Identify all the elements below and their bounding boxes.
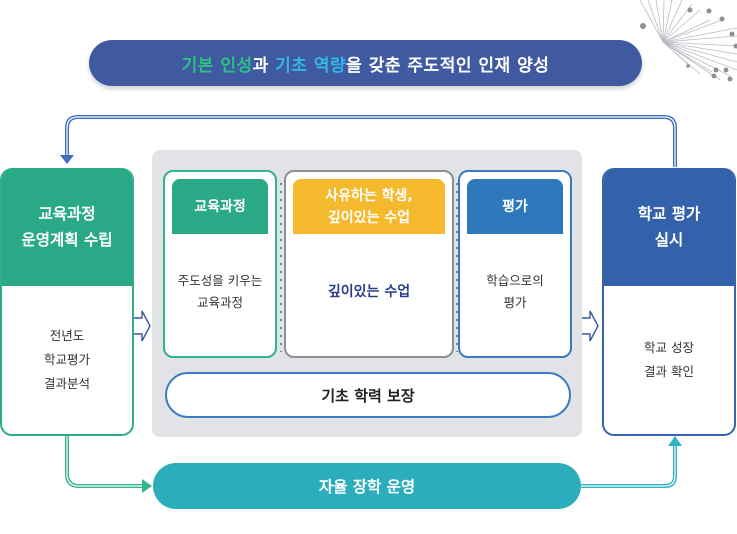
burst-dot: [727, 76, 733, 82]
burst-line: [662, 0, 665, 43]
burst-line: [662, 0, 673, 43]
inner-card-curriculum: 교육과정 주도성을 키우는 교육과정: [163, 170, 277, 358]
burst-dot: [723, 67, 729, 73]
inner-card-title: 교육과정: [194, 198, 246, 215]
banner-segment-4: 을 갖춘 주도적인 인재 양성: [346, 55, 550, 76]
burst-line: [662, 41, 737, 47]
burst-line: [662, 9, 701, 43]
burst-line: [662, 41, 731, 77]
burst-line: [662, 41, 691, 67]
card-title-line: 실시: [654, 231, 684, 249]
burst-line: [662, 41, 737, 63]
hollow-arrow-right-icon: [134, 310, 151, 342]
school-evaluation-header: 학교 평가 실시: [604, 168, 734, 286]
basic-literacy-pill: 기초 학력 보장: [165, 372, 571, 418]
inner-card-text: 주도성을 키우는: [177, 273, 263, 288]
inner-card-text: 교육과정: [196, 295, 243, 310]
dotted-divider: [456, 180, 458, 352]
burst-line: [662, 41, 713, 73]
inner-card-body: 학습으로의 평가: [460, 234, 570, 350]
curriculum-planning-body: 전년도 학교평가 결과분석: [2, 286, 132, 434]
inner-card-text: 학습으로의: [486, 273, 544, 288]
inner-card-text: 평가: [503, 295, 527, 310]
curriculum-planning-header: 교육과정 운영계획 수립: [2, 168, 132, 286]
burst-dot: [706, 8, 712, 14]
burst-line: [662, 19, 723, 43]
inner-card-deep-learning: 사유하는 학생, 깊이있는 수업 깊이있는 수업: [284, 170, 454, 358]
card-body-line: 결과분석: [43, 376, 90, 391]
inner-card-assessment: 평가 학습으로의 평가: [458, 170, 572, 358]
arrow-right-icon: [142, 479, 152, 493]
banner-segment-2: 과: [252, 55, 276, 76]
card-body-line: 결과 확인: [644, 364, 694, 379]
burst-dot: [729, 31, 735, 37]
burst-dot: [713, 67, 719, 73]
dotted-divider: [280, 180, 282, 352]
burst-line: [662, 41, 737, 55]
burst-line: [662, 41, 721, 81]
inner-card-header: 교육과정: [172, 179, 268, 234]
burst-line: [655, 0, 664, 43]
card-title-line: 학교 평가: [637, 205, 701, 223]
curriculum-planning-card: 교육과정 운영계획 수립 전년도 학교평가 결과분석: [0, 168, 134, 436]
burst-line: [662, 41, 737, 71]
burst-line: [639, 0, 664, 43]
left-to-autonomy-line: [65, 436, 144, 488]
burst-dot: [687, 7, 693, 13]
burst-line: [647, 0, 664, 43]
inner-card-body: 깊이있는 수업: [286, 234, 452, 350]
burst-dot: [686, 64, 690, 68]
burst-line: [662, 19, 711, 43]
basic-literacy-label: 기초 학력 보장: [321, 386, 415, 405]
burst-dot: [711, 73, 717, 79]
card-title-line: 교육과정: [38, 205, 96, 223]
inner-card-text: 깊이있는 수업: [327, 284, 411, 300]
burst-dot: [719, 16, 725, 22]
burst-line: [662, 27, 737, 43]
card-body-line: 전년도: [49, 328, 85, 343]
arrow-up-icon: [668, 436, 682, 446]
hollow-arrow-right-icon: [582, 310, 599, 342]
burst-line: [662, 35, 737, 43]
banner-segment-3: 기초 역량: [275, 55, 347, 76]
autonomous-supervision-pill: 자율 장학 운영: [153, 463, 581, 509]
card-body-line: 학교 성장: [644, 340, 694, 355]
burst-line: [662, 3, 693, 43]
school-evaluation-card: 학교 평가 실시 학교 성장 결과 확인: [602, 168, 736, 436]
burst-dot: [640, 23, 646, 29]
burst-dot: [733, 43, 737, 49]
burst-line: [662, 0, 683, 43]
inner-card-header: 사유하는 학생, 깊이있는 수업: [293, 179, 445, 234]
inner-card-title: 깊이있는 수업: [327, 209, 411, 226]
inner-card-header: 평가: [467, 179, 563, 234]
banner-segment-1: 기본 인성: [181, 55, 253, 76]
autonomy-to-right-line: [581, 446, 677, 488]
inner-card-title: 사유하는 학생,: [325, 187, 413, 204]
card-body-line: 학교평가: [43, 352, 90, 367]
autonomous-supervision-label: 자율 장학 운영: [318, 478, 416, 496]
arrow-down-icon: [60, 155, 74, 164]
school-evaluation-body: 학교 성장 결과 확인: [604, 286, 734, 434]
inner-card-body: 주도성을 키우는 교육과정: [165, 234, 275, 350]
inner-card-title: 평가: [502, 198, 528, 215]
card-title-line: 운영계획 수립: [21, 231, 113, 249]
goal-banner: 기본 인성 과 기초 역량 을 갖춘 주도적인 인재 양성: [89, 40, 642, 86]
